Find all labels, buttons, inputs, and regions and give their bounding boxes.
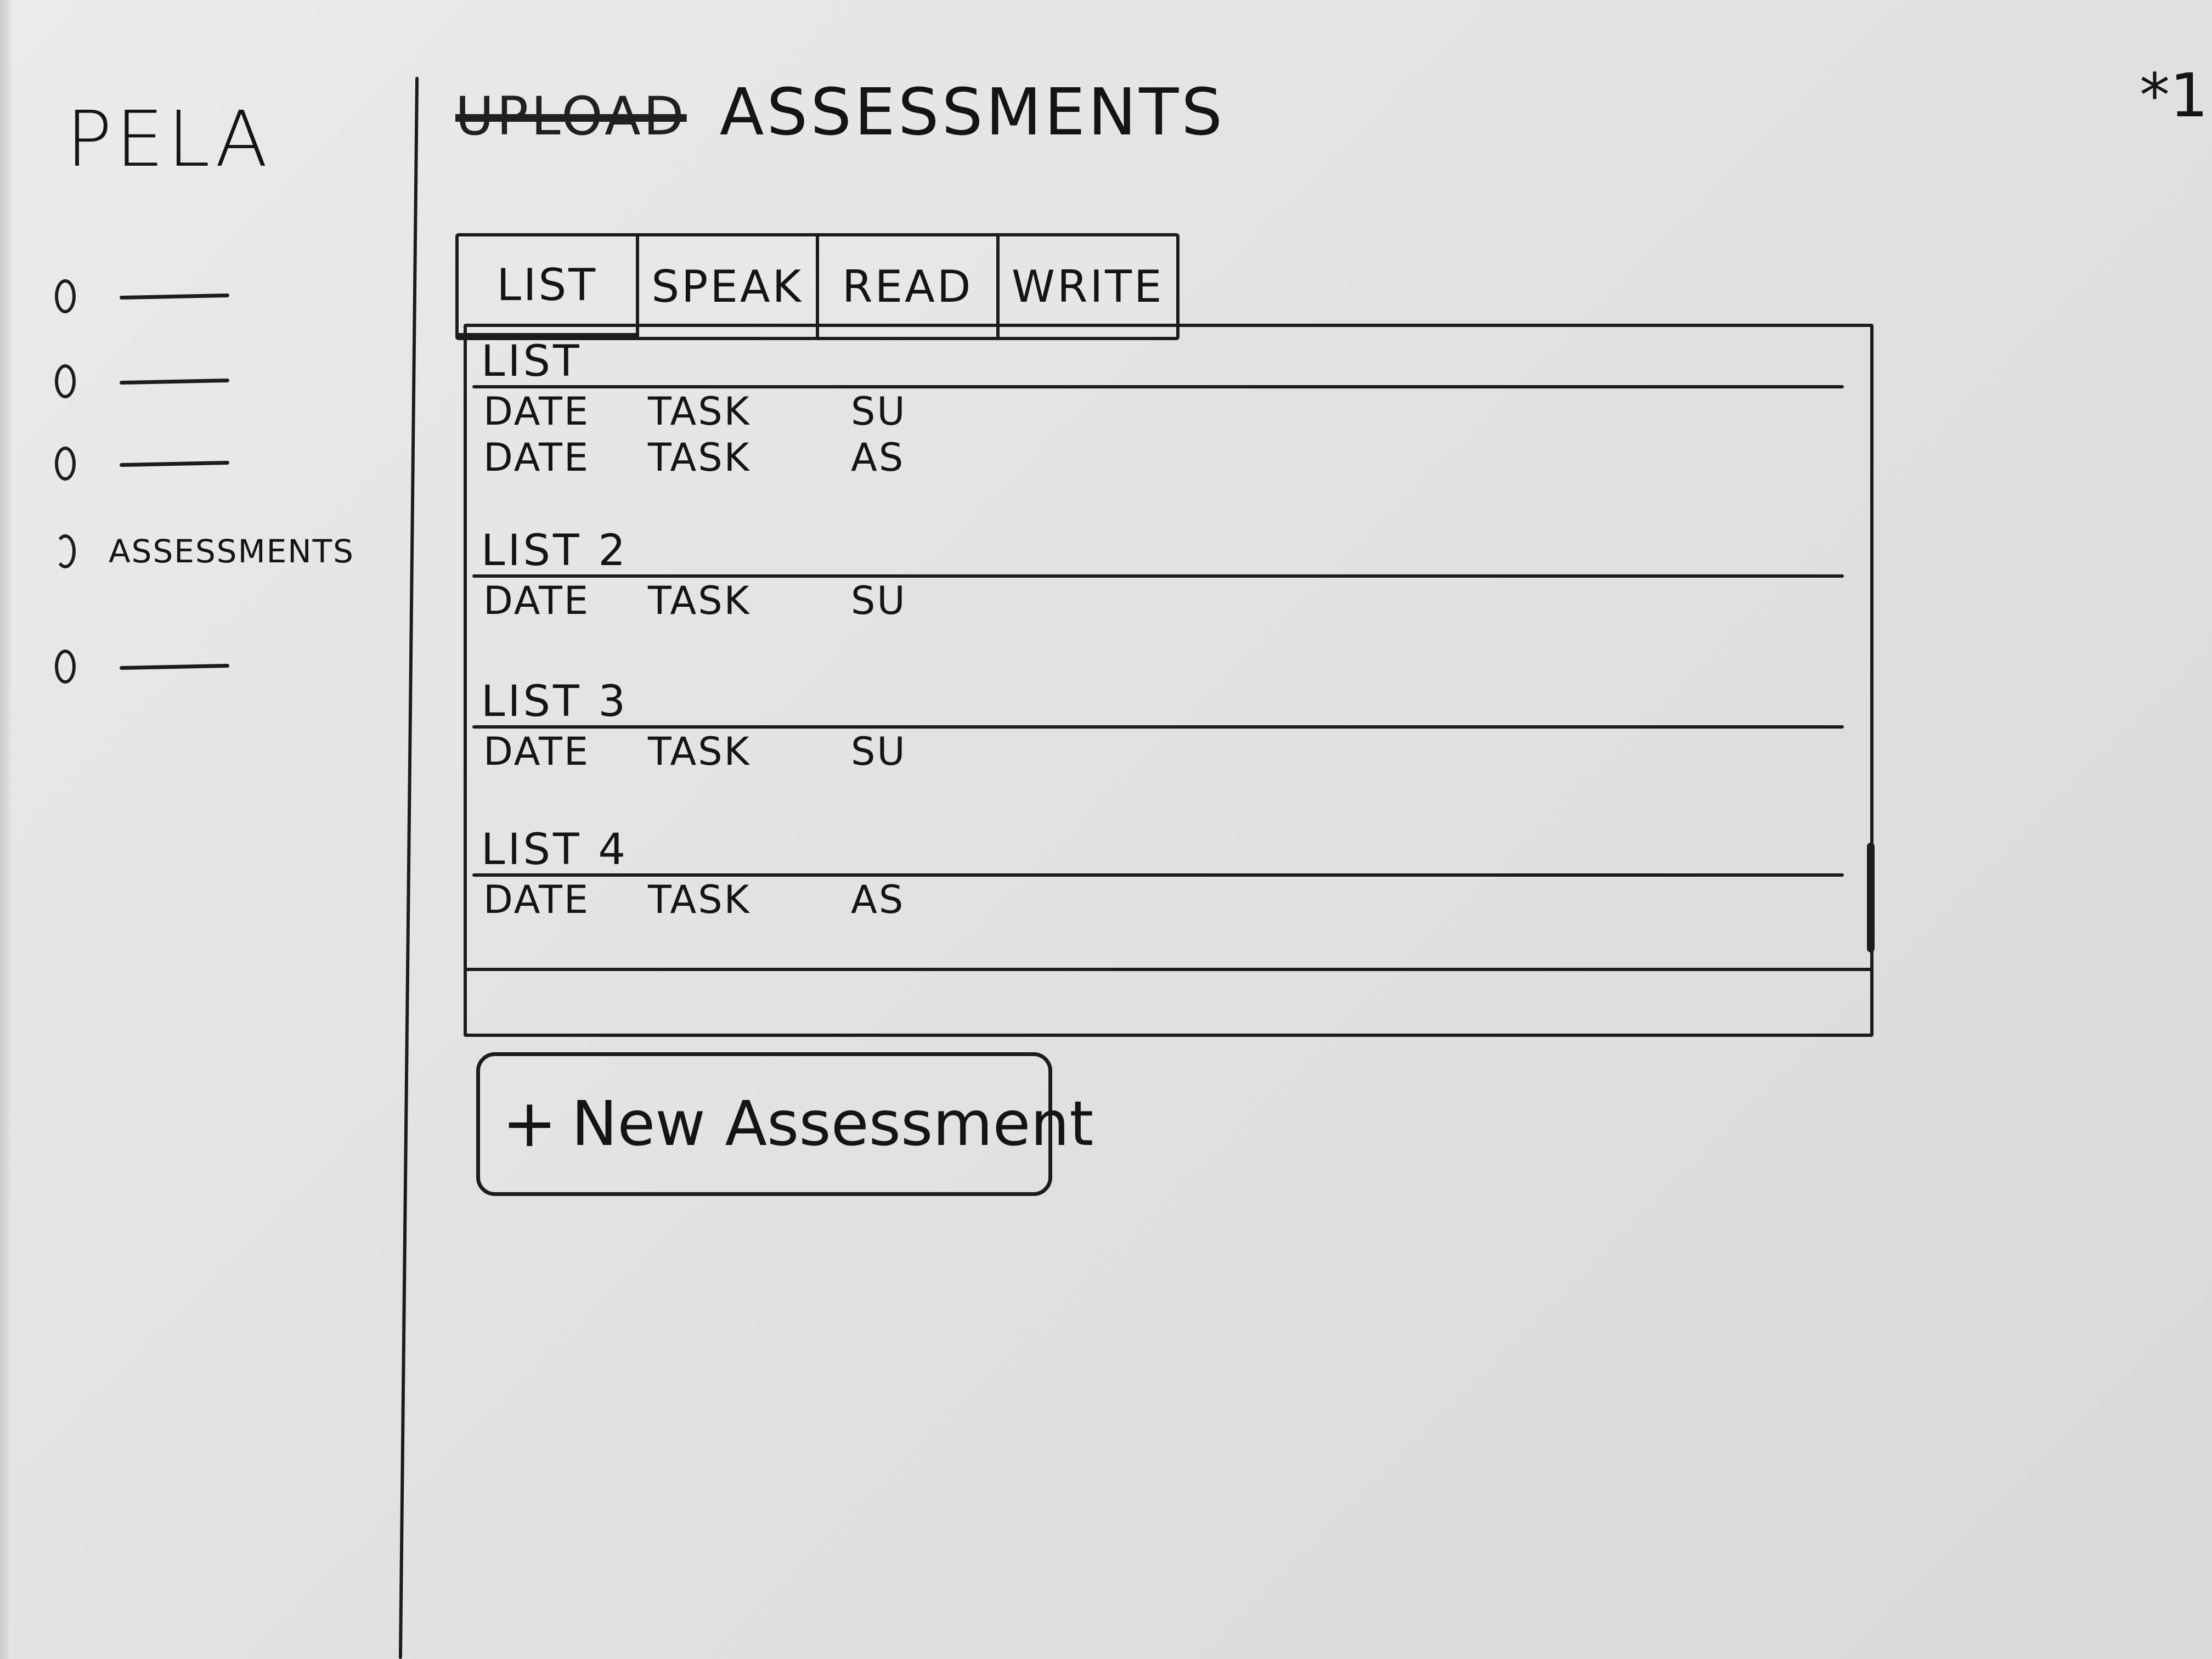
group-divider bbox=[472, 574, 1844, 578]
row-task: TASK bbox=[648, 389, 751, 434]
sidebar-item-placeholder-line bbox=[119, 460, 230, 467]
sidebar-item-5[interactable] bbox=[55, 639, 406, 694]
new-assessment-button[interactable]: + New Assessment bbox=[476, 1052, 1093, 1196]
page-title-text: ASSESSMENTS bbox=[719, 74, 1226, 150]
group-title: LIST bbox=[481, 337, 582, 386]
tab-read[interactable]: READ bbox=[819, 236, 1000, 337]
assessment-group: LIST 3 DATE TASK SU bbox=[472, 678, 1855, 775]
row-status: SU bbox=[851, 389, 907, 434]
assessment-group: LIST 4 DATE TASK AS bbox=[472, 826, 1855, 923]
new-assessment-label: New Assessment bbox=[571, 1088, 1094, 1160]
sidebar-item-assessments[interactable]: ASSESSMENTS bbox=[55, 524, 406, 579]
row-date: DATE bbox=[483, 877, 590, 922]
assessment-row[interactable]: DATE TASK SU bbox=[472, 729, 1855, 775]
group-title: LIST 2 bbox=[481, 526, 629, 575]
panel-scrollbar[interactable] bbox=[1867, 843, 1875, 952]
circle-bullet-icon bbox=[55, 279, 76, 313]
corner-annotation: *1 bbox=[2140, 60, 2208, 131]
group-divider bbox=[472, 385, 1844, 388]
assessments-panel: LIST DATE TASK SU DATE TASK AS LIST 2 DA… bbox=[464, 324, 1875, 1037]
assessment-group: LIST 2 DATE TASK SU bbox=[472, 527, 1855, 624]
row-task: TASK bbox=[648, 877, 751, 922]
row-status: AS bbox=[851, 435, 905, 480]
group-title: LIST 4 bbox=[481, 825, 629, 874]
row-date: DATE bbox=[483, 435, 590, 480]
skill-tabs: LIST SPEAK READ WRITE bbox=[455, 233, 1180, 340]
plus-icon: + bbox=[502, 1086, 557, 1162]
assessment-row[interactable]: DATE TASK SU bbox=[472, 578, 1855, 624]
assessment-row[interactable]: DATE TASK AS bbox=[472, 877, 1855, 923]
sidebar-item-placeholder-line bbox=[119, 663, 230, 670]
group-divider bbox=[472, 873, 1844, 877]
paper-edge bbox=[0, 0, 12, 1659]
page-title: UPLOAD ASSESSMENTS bbox=[455, 74, 1226, 150]
assessment-row[interactable]: DATE TASK AS bbox=[472, 435, 1855, 481]
sidebar-item-2[interactable] bbox=[55, 354, 406, 409]
row-task: TASK bbox=[648, 729, 751, 774]
group-divider bbox=[472, 725, 1844, 729]
app-logo: PELA bbox=[66, 95, 271, 184]
sidebar-item-1[interactable] bbox=[55, 269, 406, 324]
panel-footer bbox=[467, 968, 1870, 1034]
row-task: TASK bbox=[648, 435, 751, 480]
sidebar-item-3[interactable] bbox=[55, 436, 406, 491]
tab-speak[interactable]: SPEAK bbox=[639, 236, 819, 337]
tab-write[interactable]: WRITE bbox=[1011, 261, 1164, 312]
struck-title-word: UPLOAD bbox=[455, 86, 687, 147]
row-task: TASK bbox=[648, 578, 751, 623]
circle-bullet-icon bbox=[55, 364, 76, 398]
row-date: DATE bbox=[483, 578, 590, 623]
assessment-row[interactable]: DATE TASK SU bbox=[472, 388, 1855, 435]
sidebar-item-placeholder-line bbox=[119, 378, 230, 385]
assessment-group: LIST DATE TASK SU DATE TASK AS bbox=[472, 338, 1855, 481]
circle-bullet-icon bbox=[55, 650, 76, 684]
row-status: AS bbox=[851, 877, 905, 922]
circle-bullet-icon bbox=[55, 447, 76, 481]
circle-bullet-icon bbox=[55, 534, 76, 568]
sidebar-item-label: ASSESSMENTS bbox=[109, 533, 354, 570]
group-title: LIST 3 bbox=[481, 677, 629, 726]
row-date: DATE bbox=[483, 729, 590, 774]
tab-list[interactable]: LIST bbox=[459, 236, 639, 337]
row-status: SU bbox=[851, 729, 907, 774]
sidebar-item-placeholder-line bbox=[119, 293, 230, 300]
row-status: SU bbox=[851, 578, 907, 623]
row-date: DATE bbox=[483, 389, 590, 434]
sidebar: PELA ASSESSMENTS bbox=[0, 0, 409, 1659]
